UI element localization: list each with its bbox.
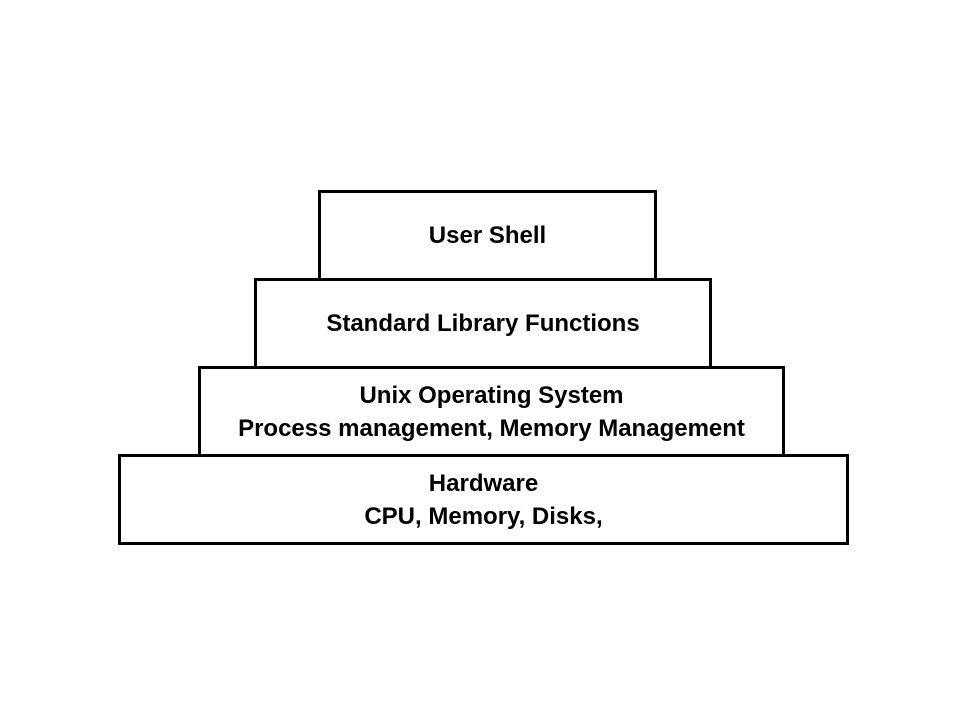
standard-library-label: Standard Library Functions — [326, 310, 640, 337]
unix-os-layer: Unix Operating System Process management… — [198, 366, 785, 458]
user-shell-label: User Shell — [428, 222, 547, 249]
hardware-detail: CPU, Memory, Disks, — [364, 502, 603, 530]
hardware-layer: Hardware CPU, Memory, Disks, — [118, 454, 849, 545]
standard-library-layer: Standard Library Functions — [254, 278, 712, 370]
unix-os-title: Unix Operating System — [359, 382, 624, 409]
unix-os-detail: Process management, Memory Management — [238, 415, 745, 442]
hardware-title: Hardware — [428, 469, 539, 497]
user-shell-layer: User Shell — [318, 190, 657, 282]
